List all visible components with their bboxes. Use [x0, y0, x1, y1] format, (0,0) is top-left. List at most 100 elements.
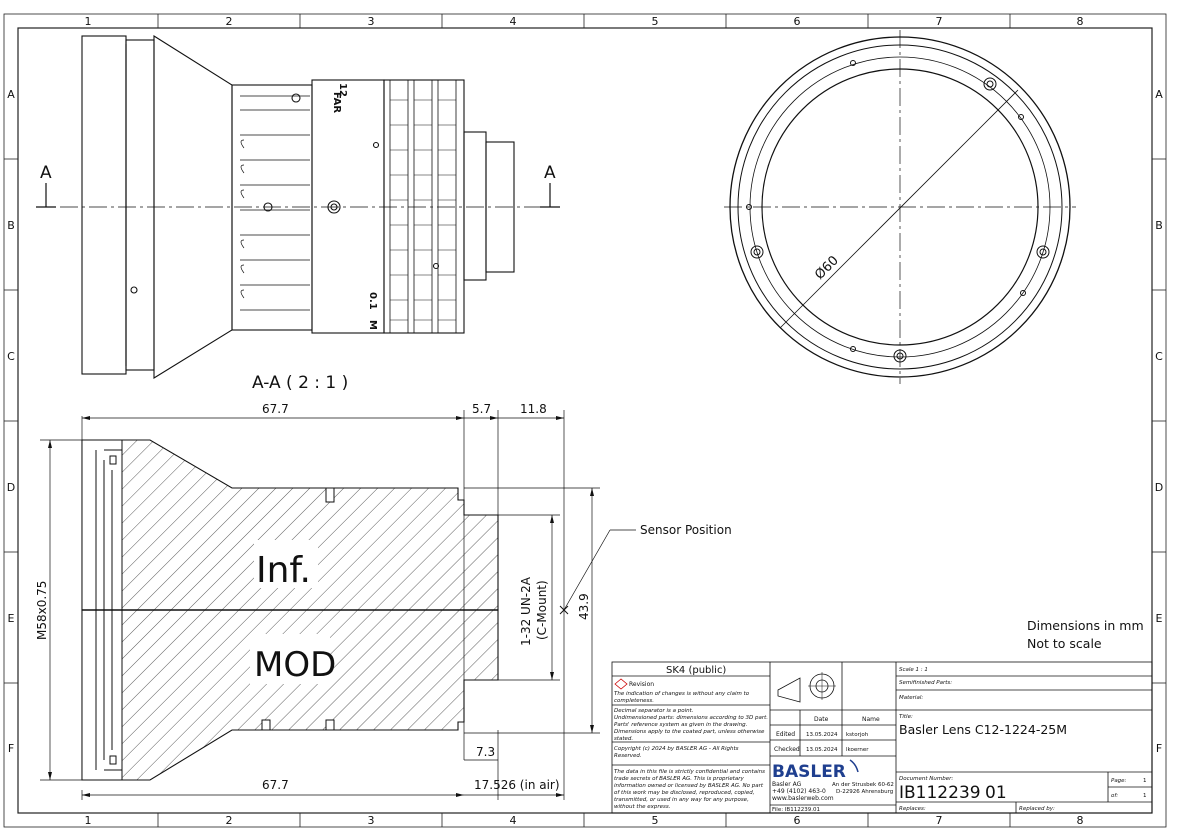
frame-labels: 1 2 3 4 5 6 7 8 1 2 3 4 5 6 7 8 A B C D … — [7, 15, 1163, 827]
barrel-far-mark: FAR — [331, 92, 342, 113]
general-note-line: Undimensioned parts: dimensions accordin… — [614, 715, 768, 721]
row-label-left: E — [8, 612, 15, 625]
company-street: An der Strusbek 60-62 — [832, 782, 894, 788]
col-label-bottom: 8 — [1077, 814, 1084, 827]
row-label-right: B — [1155, 219, 1163, 232]
checked-label: Checked — [774, 746, 800, 753]
col-label-top: 6 — [794, 15, 801, 28]
edited-label: Edited — [776, 731, 795, 738]
dim-mount-thread: 1-32 UN-2A — [519, 576, 533, 646]
diameter-label: Ø60 — [812, 253, 842, 283]
sensor-mark — [559, 605, 569, 615]
row-label-right: C — [1155, 350, 1163, 363]
revision-note-line: completeness. — [614, 698, 654, 704]
dim-front-thread: M58x0.75 — [35, 581, 49, 640]
checked-date: 13.05.2024 — [806, 747, 838, 753]
units-note: Dimensions in mm — [1027, 618, 1144, 633]
section-mark-right: A — [544, 163, 556, 183]
col-label-bottom: 3 — [368, 814, 375, 827]
section-mark-left: A — [40, 163, 52, 183]
title-block-text: SK4 (public) Revision The indication of … — [614, 665, 1147, 813]
row-label-left: C — [7, 350, 15, 363]
row-label-left: B — [7, 219, 15, 232]
sensor-position-label: Sensor Position — [640, 523, 732, 537]
document-number: IB112239 — [899, 783, 981, 803]
classification: SK4 (public) — [666, 665, 726, 676]
copyright-line: Reserved. — [614, 753, 642, 759]
general-note-line: stated. — [614, 736, 633, 742]
dim-sensor-offset: 7.3 — [476, 745, 495, 759]
confidential-line: transmitted, or used in any way for any … — [614, 797, 749, 803]
title-block — [611, 661, 1153, 814]
col-name-header: Name — [862, 716, 880, 723]
checked-name: lkoerner — [846, 747, 869, 753]
row-label-left: D — [7, 481, 15, 494]
dim-back-focus: 17.526 (in air) — [474, 778, 560, 792]
row-label-left: F — [8, 742, 14, 755]
general-note-line: Dimensions apply to the coated part, unl… — [614, 729, 765, 735]
drawing-title: Basler Lens C12-1224-25M — [899, 722, 1067, 737]
barrel-m-mark: M — [367, 320, 378, 330]
copyright-line: Copyright (c) 2024 by BASLER AG - All Ri… — [614, 746, 739, 752]
section-markers — [36, 183, 560, 208]
company-web: www.baslerweb.com — [772, 795, 834, 802]
dim-mount-type: (C-Mount) — [535, 580, 549, 640]
dim-top-length: 67.7 — [262, 402, 289, 416]
revision-note-line: The indication of changes is without any… — [614, 691, 750, 697]
file-label: File: IB112239.01 — [772, 807, 820, 813]
replaces-label: Replaces: — [899, 806, 926, 812]
docnum-label: Document Number: — [899, 776, 953, 782]
edited-name: kstorjoh — [846, 732, 869, 738]
col-date-header: Date — [814, 716, 829, 723]
barrel-inf-mark: 12 — [337, 83, 348, 97]
lens-cross-section — [81, 439, 499, 781]
col-label-bottom: 1 — [85, 814, 92, 827]
page-number: 1 — [1143, 778, 1147, 784]
revision-icon — [614, 678, 628, 690]
document-revision: 01 — [985, 783, 1007, 803]
dim-bottom-length: 67.7 — [262, 778, 289, 792]
section-title: A-A ( 2 : 1 ) — [252, 373, 348, 393]
confidential-line: information owned or licensed by BASLER … — [614, 783, 764, 789]
semifinished-label: Semifinished Parts: — [899, 680, 952, 686]
col-label-bottom: 6 — [794, 814, 801, 827]
general-note-line: Parts' reference system as given in the … — [614, 722, 748, 728]
scale-label: Scale 1 : 1 — [899, 667, 928, 673]
col-label-top: 3 — [368, 15, 375, 28]
row-label-right: D — [1155, 481, 1163, 494]
replaced-by-label: Replaced by: — [1019, 806, 1055, 812]
confidential-line: trade secrets of BASLER AG. This is prop… — [614, 776, 745, 782]
page-total: 1 — [1143, 793, 1147, 799]
edited-date: 13.05.2024 — [806, 732, 838, 738]
logo-swoosh-icon — [849, 759, 859, 773]
mod-label: MOD — [254, 645, 336, 685]
col-label-top: 8 — [1077, 15, 1084, 28]
row-label-left: A — [7, 88, 15, 101]
dimension-lines — [40, 410, 636, 800]
row-label-right: A — [1155, 88, 1163, 101]
general-note-line: Decimal separator is a point. — [614, 708, 694, 714]
row-label-right: E — [1156, 612, 1163, 625]
col-label-bottom: 4 — [510, 814, 517, 827]
dimension-texts: 67.7 5.7 11.8 67.7 7.3 17.526 (in air) M… — [35, 402, 591, 792]
col-label-top: 1 — [85, 15, 92, 28]
col-label-top: 2 — [226, 15, 233, 28]
confidential-line: without the express. — [614, 804, 671, 810]
lens-side-view — [81, 35, 515, 379]
title-label: Title: — [899, 714, 913, 720]
of-label: of: — [1111, 793, 1118, 799]
inf-label: Inf. — [256, 550, 311, 591]
material-label: Material: — [899, 695, 923, 701]
col-label-bottom: 2 — [226, 814, 233, 827]
confidential-line: The data in this file is strictly confid… — [614, 769, 765, 775]
barrel-markings: FAR 12 0.1 M — [331, 83, 378, 330]
page-label: Page: — [1111, 778, 1127, 784]
scale-note: Not to scale — [1027, 636, 1102, 651]
confidential-line: of this work may be disclosed, reproduce… — [614, 790, 755, 796]
col-label-bottom: 7 — [936, 814, 943, 827]
dim-mount-length: 11.8 — [520, 402, 547, 416]
company-city: D-22926 Ahrensburg — [836, 789, 893, 795]
dim-mount-diameter: 43.9 — [577, 593, 591, 620]
dim-flange-step: 5.7 — [472, 402, 491, 416]
